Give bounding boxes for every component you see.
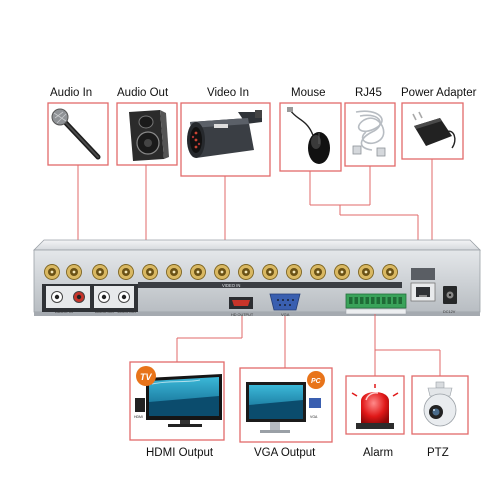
power-socket: DC12V — [443, 286, 457, 314]
bnc-connectors — [44, 264, 398, 280]
panel-audio-in-text: AUDIO IN — [55, 309, 73, 314]
speaker-icon — [129, 110, 169, 161]
label-alarm: Alarm — [363, 447, 394, 459]
power-adapter-box — [401, 102, 464, 160]
label-audio-out: Audio Out — [117, 87, 169, 99]
audio-out-box — [116, 102, 178, 166]
mouse-box — [279, 102, 342, 172]
panel-audio-out-text: AUDIO OUT — [95, 310, 116, 314]
ptz-box — [411, 375, 469, 435]
microphone-icon — [51, 108, 101, 160]
alarm-terminal-block — [345, 293, 407, 315]
vga-port: VGA — [269, 293, 301, 317]
label-audio-in: Audio In — [50, 87, 93, 99]
hdmi-port: HD OUTPUT — [229, 297, 254, 317]
cable-icon — [352, 110, 386, 157]
alarm-siren-icon — [351, 384, 399, 429]
label-ptz: PTZ — [427, 447, 449, 459]
ptz-camera-icon — [423, 381, 457, 427]
panel-video-out-text: VIDEO OUT — [117, 310, 138, 314]
label-hdmi-output: HDMI Output — [146, 447, 214, 459]
panel-video-in-text: VIDEO IN — [222, 283, 240, 288]
panel-dc12v-text: DC12V — [443, 310, 456, 314]
bottom-connector-lines — [176, 314, 441, 376]
hdmi-output-box: TV HDMI — [129, 361, 225, 441]
rj45-box — [344, 102, 396, 167]
hdmi-cable-text: HDMI — [134, 415, 143, 419]
label-power-adapter: Power Adapter — [401, 87, 477, 99]
label-video-in: Video In — [207, 87, 249, 99]
vga-output-box: PC VGA — [239, 367, 333, 443]
dvr-back-panel: VIDEO IN AUDIO IN AUDIO OUT VIDEO OUT HD… — [33, 239, 481, 317]
tv-badge-text: TV — [140, 372, 152, 382]
label-rj45: RJ45 — [355, 87, 382, 99]
label-mouse: Mouse — [291, 87, 326, 99]
vga-cable-text: VGA — [310, 415, 318, 419]
camera-icon — [187, 110, 262, 158]
audio-in-box — [47, 102, 109, 166]
panel-hd-output-text: HD OUTPUT — [231, 313, 254, 317]
monitor-icon: PC VGA — [246, 371, 325, 433]
panel-vga-text: VGA — [281, 312, 290, 317]
label-vga-output: VGA Output — [254, 447, 316, 459]
tv-icon: TV HDMI — [134, 366, 222, 427]
rj45-port — [410, 268, 436, 302]
power-adapter-icon — [412, 111, 456, 149]
video-in-box — [180, 102, 271, 177]
alarm-box — [345, 375, 405, 435]
pc-badge-text: PC — [311, 378, 322, 385]
mouse-icon — [287, 107, 330, 164]
